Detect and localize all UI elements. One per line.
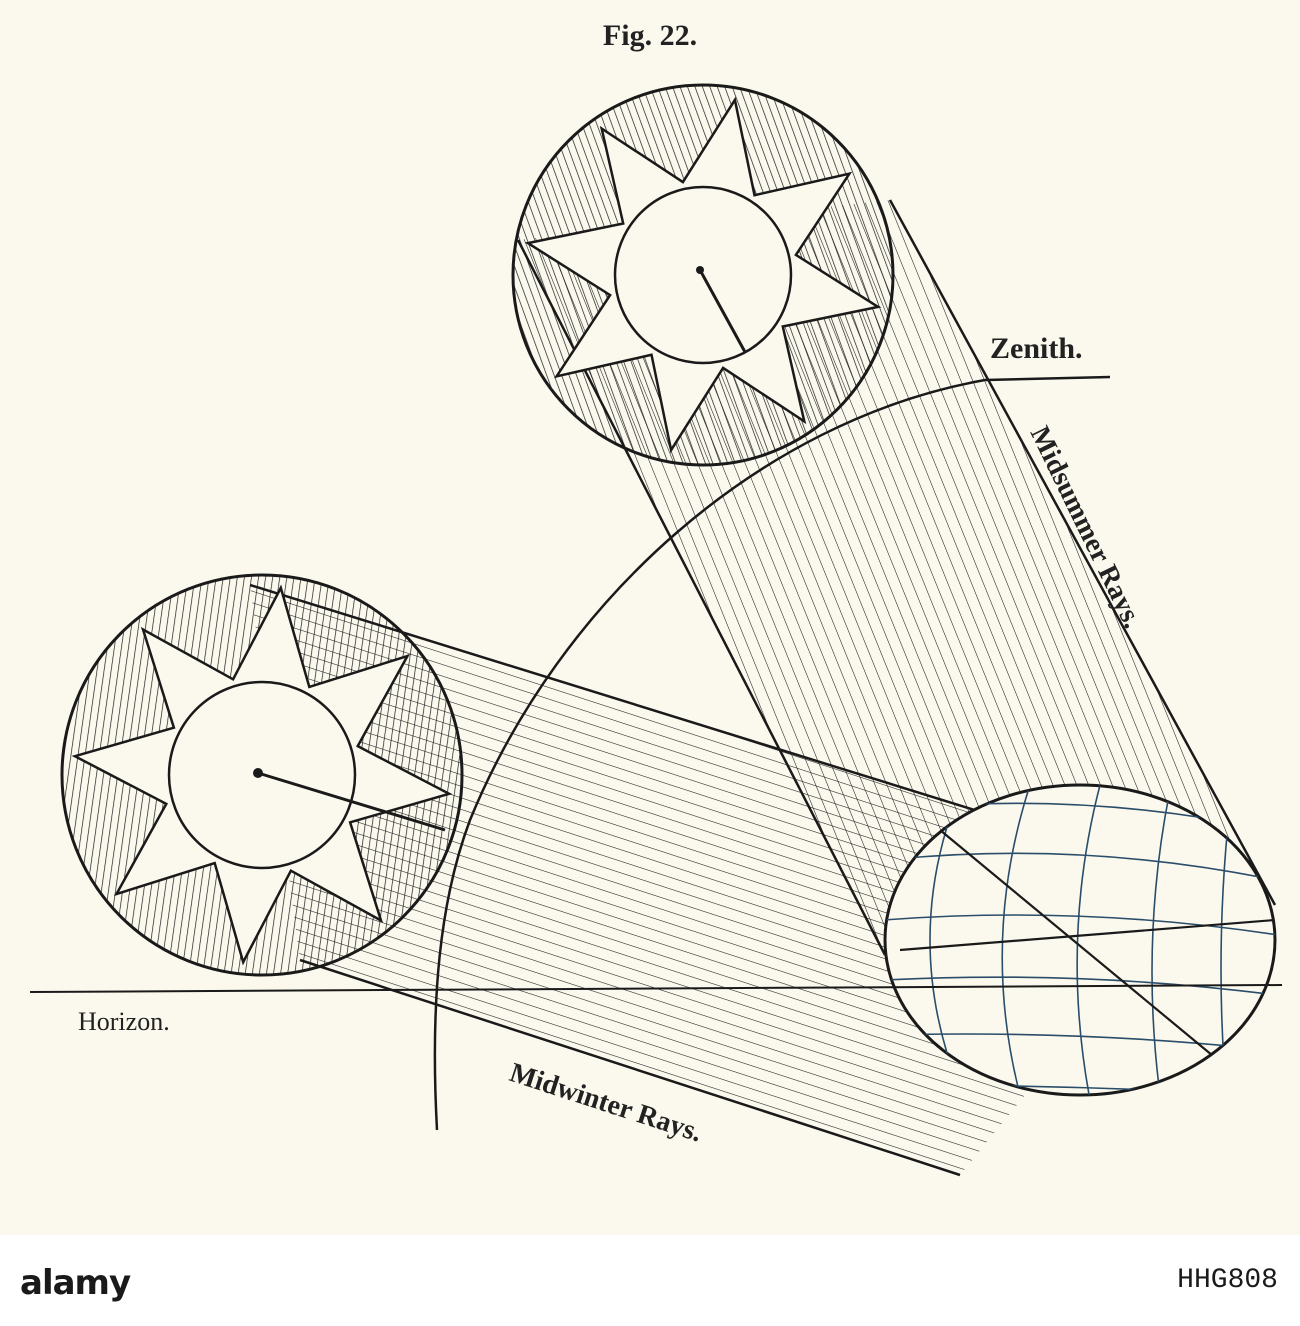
horizon-label: Horizon. xyxy=(78,1007,170,1036)
midwinter-sun xyxy=(60,573,464,977)
diagram-canvas: Fig. 22. Zenith. Midsummer Rays. Midwint… xyxy=(29,19,1283,1177)
zenith-arc xyxy=(433,375,1111,1131)
stock-footer: alamy HHG808 xyxy=(0,1235,1300,1326)
horizon-line xyxy=(29,984,1283,993)
midsummer-sun xyxy=(511,83,895,467)
sun-rays-diagram: Fig. 22. Zenith. Midsummer Rays. Midwint… xyxy=(29,19,1283,1177)
zenith-label: Zenith. xyxy=(990,332,1083,365)
figure-title: Fig. 22. xyxy=(603,19,697,52)
image-code: HHG808 xyxy=(1177,1265,1278,1296)
alamy-logo: alamy xyxy=(20,1263,131,1303)
earth-globe xyxy=(883,783,1277,1097)
